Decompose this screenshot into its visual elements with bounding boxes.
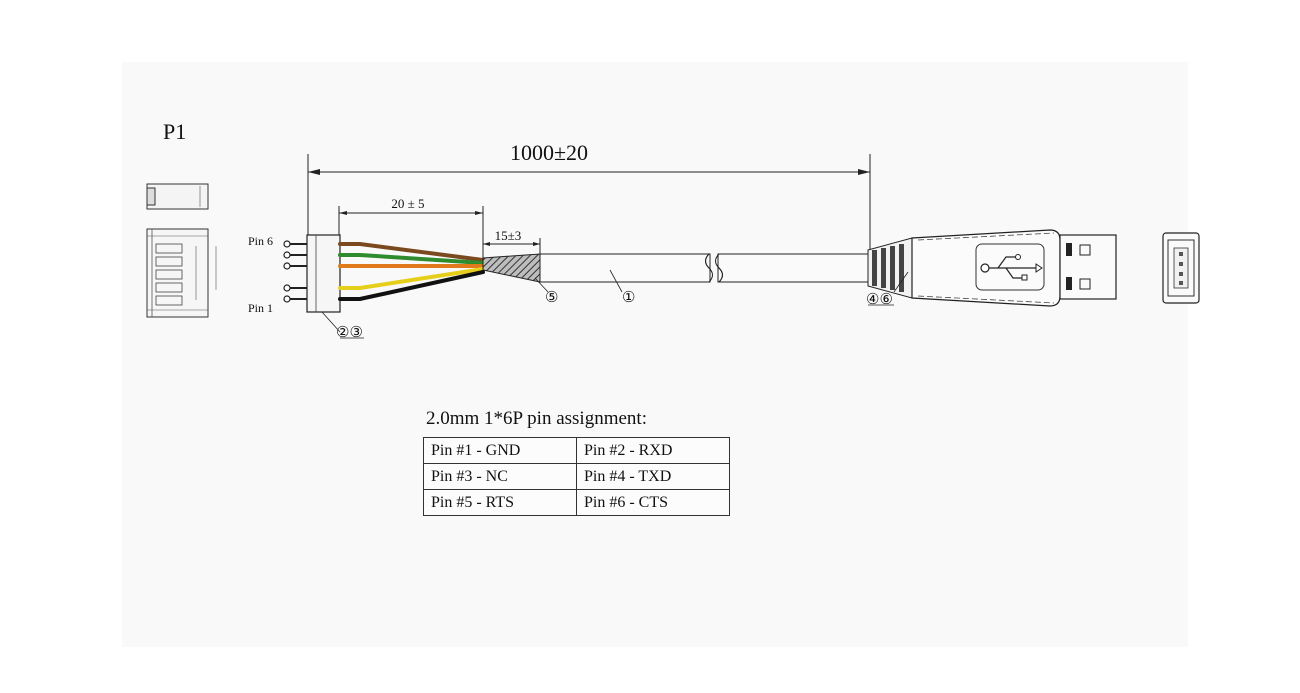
wire-connector-housing: [306, 234, 341, 313]
overall-length-label: 1000±20: [510, 140, 588, 165]
table-cell: Pin #4 - TXD: [576, 463, 730, 490]
table-cell: Pin #1 - GND: [423, 437, 577, 464]
table-row: Pin #5 - RTS Pin #6 - CTS: [423, 489, 730, 516]
connector-pins: [283, 240, 307, 303]
table-cell: Pin #6 - CTS: [576, 489, 730, 516]
strip-length-dimension: [338, 206, 484, 260]
diagram-title: P1: [163, 119, 186, 144]
pin-1-label: Pin 1: [248, 301, 273, 315]
wire-4: [338, 267, 485, 290]
usb-logo-icon: [980, 254, 1043, 281]
callout-shield: ⑤: [545, 290, 558, 306]
table-cell: Pin #5 - RTS: [423, 489, 577, 516]
drawing-sheet: [122, 62, 1188, 647]
braided-shield: [482, 253, 541, 283]
cable-jacket: [539, 253, 869, 283]
table-cell: Pin #2 - RXD: [576, 437, 730, 464]
callout-cable: ①: [622, 290, 635, 306]
usb-strain-relief: [867, 237, 913, 299]
callout-leaders: [321, 269, 909, 339]
table-row: Pin #1 - GND Pin #2 - RXD: [423, 437, 730, 464]
usb-metal-plug: [1059, 234, 1117, 300]
pin-assignment-table: Pin #1 - GND Pin #2 - RXD Pin #3 - NC Pi…: [423, 437, 730, 516]
wire-1: [338, 242, 485, 262]
wire-5: [338, 270, 485, 301]
table-cell: Pin #3 - NC: [423, 463, 577, 490]
shield-length-label: 15±3: [495, 228, 522, 243]
connector-side-view: [146, 183, 209, 210]
wire-2: [338, 253, 485, 265]
callout-connector: ②③: [336, 325, 363, 341]
pin-assignment-caption: 2.0mm 1*6P pin assignment:: [426, 408, 647, 429]
connector-front-view: [146, 228, 217, 318]
overall-length-dimension: [307, 154, 871, 250]
usb-end-view: [1162, 232, 1200, 304]
callout-usb: ④⑥: [866, 292, 893, 308]
table-row: Pin #3 - NC Pin #4 - TXD: [423, 463, 730, 490]
pin-6-label: Pin 6: [248, 234, 273, 248]
strip-length-label: 20 ± 5: [391, 196, 424, 211]
wires: [338, 242, 485, 301]
